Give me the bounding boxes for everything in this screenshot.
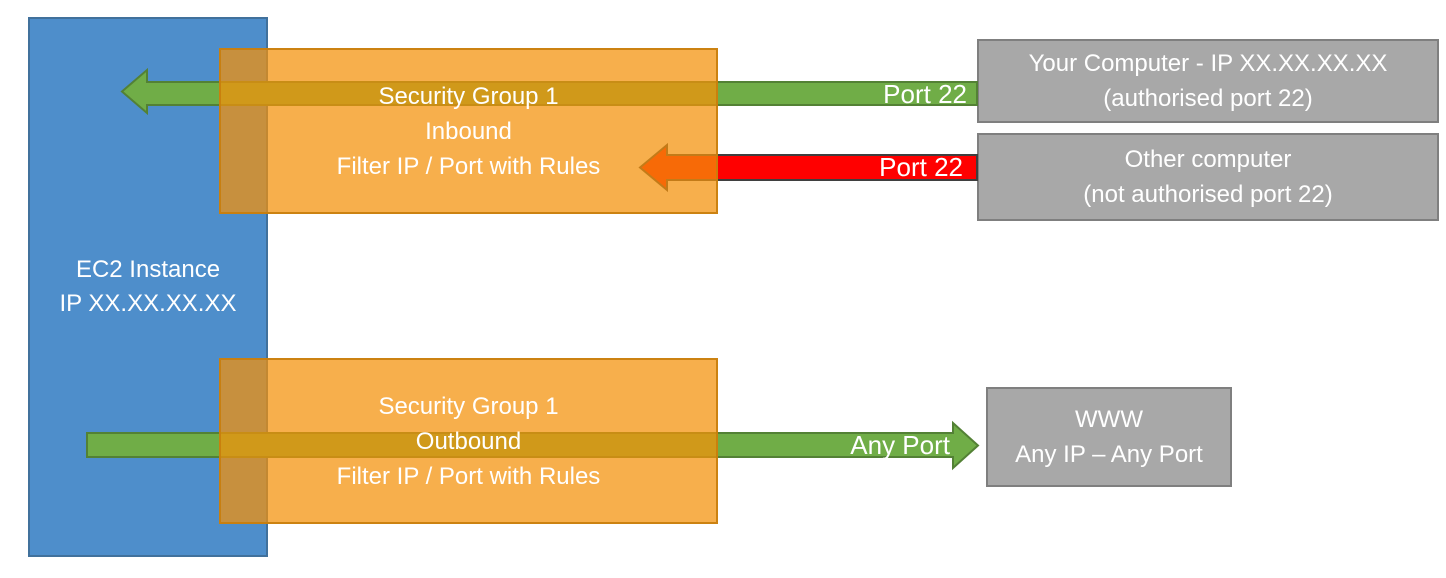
www-title: WWW <box>1075 406 1143 433</box>
security-group-inbound-box: Security Group 1 Inbound Filter IP / Por… <box>219 48 718 214</box>
security-group-inbound-title: Security Group 1 <box>378 82 559 110</box>
security-group-outbound-description: Filter IP / Port with Rules <box>336 462 601 490</box>
security-group-inbound-description: Filter IP / Port with Rules <box>336 152 601 180</box>
inbound-blocked-port-label: Port 22 <box>879 152 963 182</box>
security-group-outbound-box: Security Group 1 Outbound Filter IP / Po… <box>219 358 718 524</box>
inbound-allowed-port-label: Port 22 <box>883 79 967 109</box>
your-computer-title: Your Computer - IP XX.XX.XX.XX <box>1028 50 1388 77</box>
other-computer-box: Other computer (not authorised port 22) <box>977 133 1439 221</box>
security-group-outbound-title: Security Group 1 <box>378 392 559 420</box>
security-group-outbound-direction: Outbound <box>415 427 522 455</box>
ec2-instance-ip: IP XX.XX.XX.XX <box>59 290 237 317</box>
outbound-port-label: Any Port <box>850 430 950 460</box>
your-computer-subtitle: (authorised port 22) <box>1103 85 1313 112</box>
your-computer-box: Your Computer - IP XX.XX.XX.XX (authoris… <box>977 39 1439 123</box>
www-subtitle: Any IP – Any Port <box>1015 441 1203 468</box>
ec2-instance-name: EC2 Instance <box>75 256 221 283</box>
other-computer-subtitle: (not authorised port 22) <box>1083 181 1333 208</box>
other-computer-title: Other computer <box>1124 146 1292 173</box>
security-group-inbound-direction: Inbound <box>425 117 512 145</box>
www-box: WWW Any IP – Any Port <box>986 387 1232 487</box>
